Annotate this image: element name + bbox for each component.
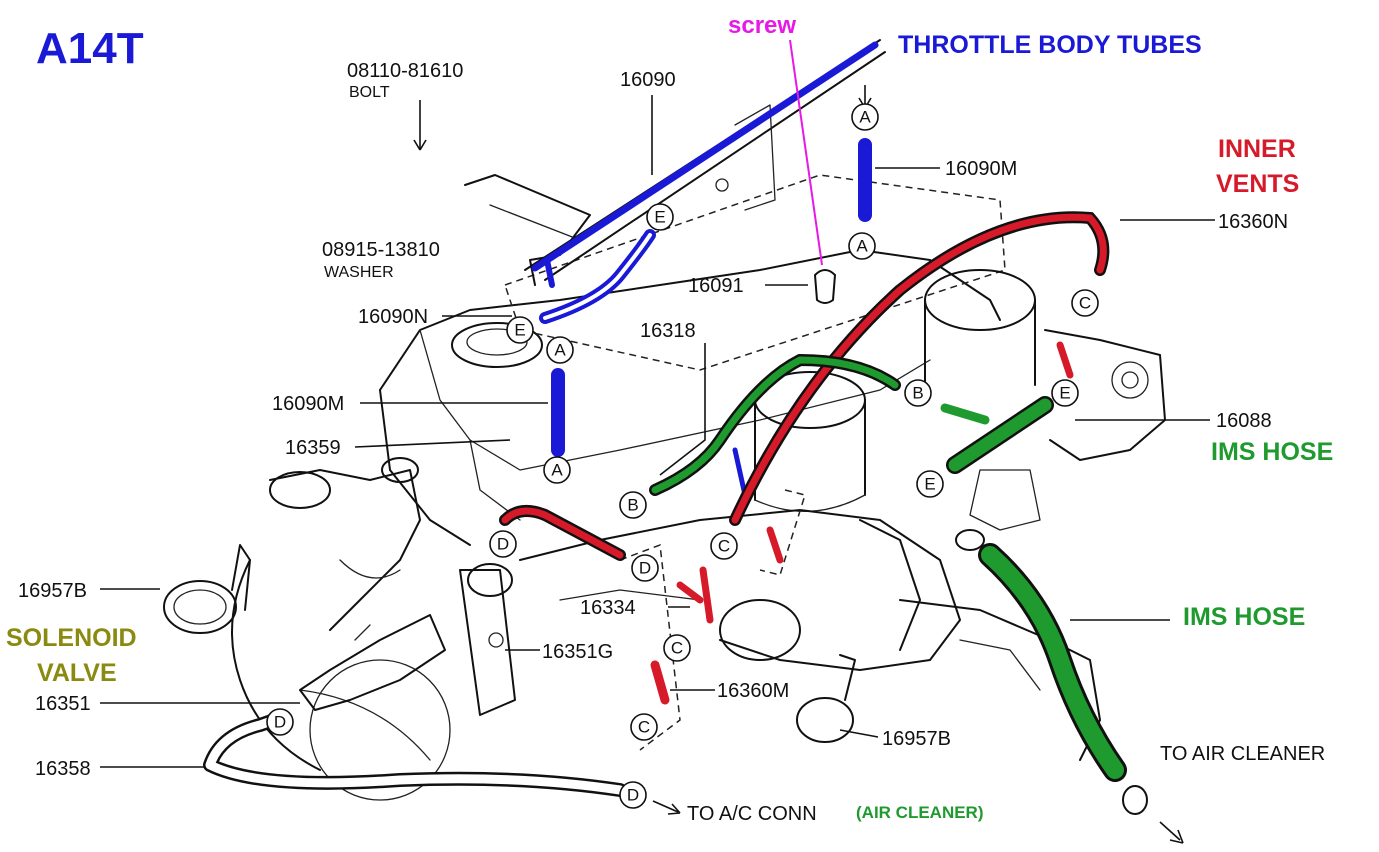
- hose-16088-branch: [940, 403, 990, 425]
- marker-C-lower-1: C: [663, 634, 691, 662]
- svg-text:B: B: [912, 384, 923, 403]
- svg-text:C: C: [671, 639, 683, 658]
- ims-hose-label-lower: IMS HOSE: [1183, 603, 1305, 631]
- svg-text:D: D: [274, 713, 286, 732]
- svg-text:E: E: [654, 208, 665, 227]
- tube-16090N-core: [543, 233, 652, 320]
- marker-A-top: A: [851, 103, 879, 131]
- ims-hose-label-upper: IMS HOSE: [1211, 438, 1333, 466]
- svg-text:A: A: [551, 461, 563, 480]
- part-16090: 16090: [620, 69, 676, 91]
- solenoid-valve-label-line2: VALVE: [37, 659, 117, 687]
- inner-vents-label-line1: INNER: [1218, 135, 1296, 163]
- hose-mid-red: [766, 526, 784, 564]
- svg-text:E: E: [514, 321, 525, 340]
- marker-E-left: E: [506, 316, 534, 344]
- marker-C-top-right: C: [1071, 289, 1099, 317]
- inner-vent-hoses: [499, 211, 1110, 705]
- model-title: A14T: [36, 24, 144, 73]
- part-16090N: 16090N: [358, 306, 428, 328]
- part-16360M: 16360M: [717, 680, 789, 702]
- tube-16090: [531, 41, 879, 272]
- marker-B-left: B: [619, 491, 647, 519]
- marker-E-lower: E: [916, 470, 944, 498]
- part-bolt-name: BOLT: [349, 84, 390, 101]
- to-ac-conn-label: TO A/C CONN: [687, 803, 817, 825]
- svg-text:A: A: [554, 341, 566, 360]
- markers: A A A A A A E E E E B B C C C C C D D D …: [266, 103, 1099, 809]
- part-16957B-left: 16957B: [18, 580, 87, 602]
- marker-B-right: B: [904, 379, 932, 407]
- air-cleaner-paren-label: (AIR CLEANER): [856, 803, 984, 822]
- part-16088: 16088: [1216, 410, 1272, 432]
- svg-text:C: C: [638, 718, 650, 737]
- svg-text:C: C: [1079, 294, 1091, 313]
- throttle-body-tubes: [531, 41, 879, 498]
- svg-text:E: E: [924, 475, 935, 494]
- part-16351: 16351: [35, 693, 91, 715]
- svg-text:D: D: [497, 535, 509, 554]
- svg-text:B: B: [627, 496, 638, 515]
- marker-C-lower-2: C: [630, 713, 658, 741]
- marker-A-left-lower: A: [543, 456, 571, 484]
- ims-hoses: [649, 353, 1127, 782]
- svg-text:A: A: [859, 108, 871, 127]
- to-air-cleaner-label: TO AIR CLEANER: [1160, 743, 1325, 765]
- vacuum-hose-16358: [203, 711, 627, 797]
- tube-16318-end: [732, 447, 748, 498]
- part-16091: 16091: [688, 275, 744, 297]
- marker-D-bottom: D: [619, 781, 647, 809]
- part-16090M-top: 16090M: [945, 158, 1017, 180]
- marker-D-left: D: [489, 530, 517, 558]
- part-bolt-number: 08110-81610: [347, 60, 463, 82]
- solenoid-valve-label-line1: SOLENOID: [6, 624, 137, 652]
- hose-16088-green: [948, 398, 1052, 472]
- hose-right-ims-green: [981, 546, 1124, 779]
- hose-16360M: [650, 660, 670, 705]
- marker-E-right: E: [1051, 379, 1079, 407]
- tube-bracket-stub: [544, 257, 555, 288]
- part-washer-number: 08915-13810: [322, 239, 440, 261]
- svg-text:C: C: [718, 537, 730, 556]
- hose-16360N-red: [731, 213, 1107, 524]
- marker-A-upper-mid: A: [848, 232, 876, 260]
- part-washer-name: WASHER: [324, 264, 394, 281]
- marker-E-top: E: [646, 203, 674, 231]
- hose-16318-green: [651, 356, 899, 494]
- inner-vents-label-line2: VENTS: [1216, 170, 1299, 198]
- part-16334: 16334: [580, 597, 636, 619]
- screw-pointer-line: [789, 39, 823, 266]
- part-16351G: 16351G: [542, 641, 613, 663]
- marker-A-left-upper: A: [546, 336, 574, 364]
- svg-text:D: D: [627, 786, 639, 805]
- part-16957B-bottom: 16957B: [882, 728, 951, 750]
- throttle-body-tubes-label: THROTTLE BODY TUBES: [898, 31, 1202, 59]
- hose-16359-red: [501, 507, 624, 559]
- screw-label: screw: [728, 12, 796, 39]
- part-16090M-left: 16090M: [272, 393, 344, 415]
- marker-C-mid: C: [710, 532, 738, 560]
- marker-D-mid: D: [631, 554, 659, 582]
- part-16359: 16359: [285, 437, 341, 459]
- engine-line-art: [163, 39, 1166, 815]
- hose-16334: [676, 566, 714, 624]
- part-16318: 16318: [640, 320, 696, 342]
- svg-text:A: A: [856, 237, 868, 256]
- hose-right-red: [1056, 341, 1074, 379]
- part-16358: 16358: [35, 758, 91, 780]
- marker-D-solenoid: D: [266, 708, 294, 736]
- part-16360N: 16360N: [1218, 211, 1288, 233]
- svg-text:E: E: [1059, 384, 1070, 403]
- svg-text:D: D: [639, 559, 651, 578]
